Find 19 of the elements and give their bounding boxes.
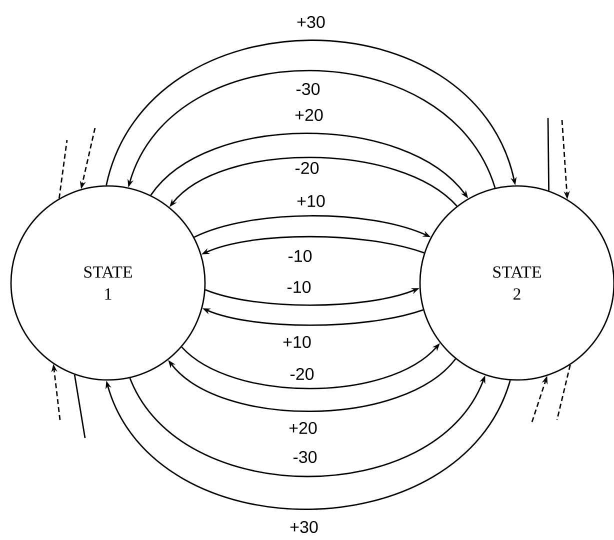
edge-label: -10 xyxy=(286,280,312,294)
edge-label: +10 xyxy=(296,194,326,208)
edge-label: -30 xyxy=(294,82,322,96)
line xyxy=(547,118,550,191)
edge-label: -30 xyxy=(292,450,318,464)
edge-label: +10 xyxy=(282,334,312,349)
arrow xyxy=(106,40,517,186)
edge-label: -20 xyxy=(294,160,320,175)
arrow xyxy=(106,380,511,510)
edge-label: +20 xyxy=(288,420,318,435)
arrow xyxy=(128,70,496,188)
line xyxy=(58,140,68,198)
edge-label: +20 xyxy=(294,108,324,122)
line xyxy=(556,364,571,420)
edge-label: +30 xyxy=(296,14,326,29)
edge-label: +30 xyxy=(288,520,320,534)
edge-label: -20 xyxy=(288,366,316,381)
edge-label: -10 xyxy=(286,248,314,263)
line xyxy=(74,374,86,438)
